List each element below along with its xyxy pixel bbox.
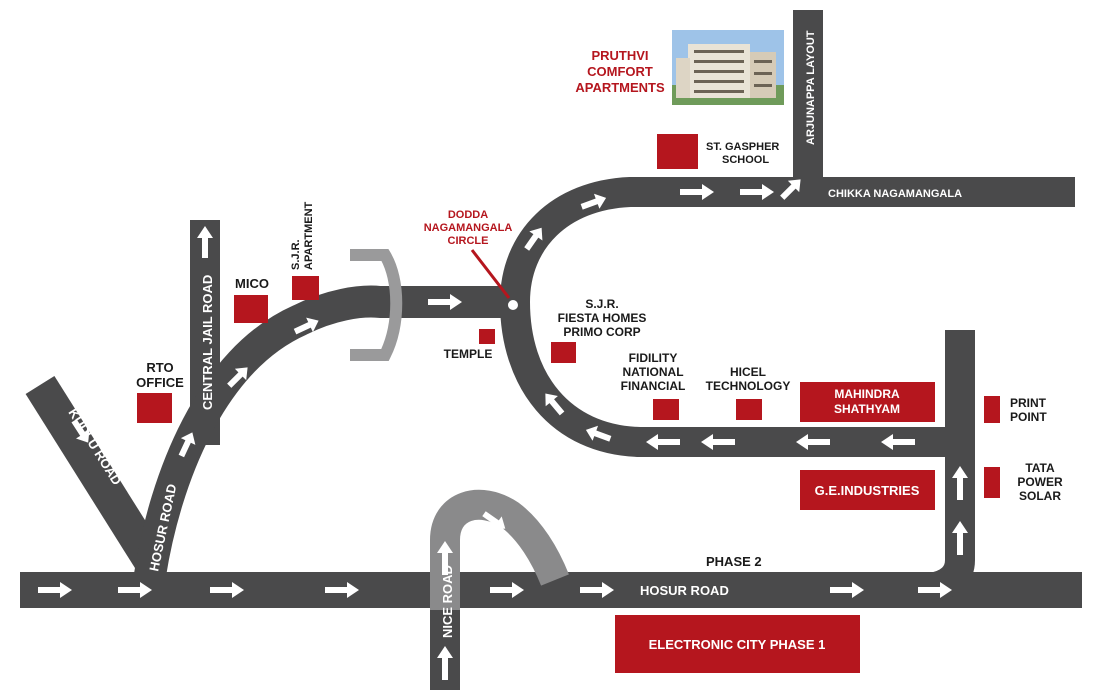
nice-road-flyover (430, 489, 569, 690)
chikka-nagamangala-road (500, 177, 1075, 303)
sjr-apartment-marker (292, 276, 319, 300)
arrow (227, 367, 248, 388)
central-jail-road-label: CENTRAL JAIL ROAD (200, 275, 215, 410)
arrow (210, 582, 244, 598)
arrow (437, 541, 453, 575)
arrow (428, 294, 462, 310)
arrow (780, 179, 801, 200)
arrow (918, 582, 952, 598)
arrow (796, 434, 830, 450)
arrow (71, 419, 90, 443)
arrow (830, 582, 864, 598)
mahindra-label-1: MAHINDRA (834, 387, 900, 401)
mahindra-shathyam-box: MAHINDRA SHATHYAM (800, 382, 935, 422)
phase2-label: PHASE 2 (706, 554, 762, 569)
arrow (325, 582, 359, 598)
arrow (580, 582, 614, 598)
mico-label: MICO (235, 276, 269, 291)
hosur-road-curve (134, 285, 515, 578)
fidility-marker (653, 399, 679, 420)
mico-marker (234, 295, 268, 323)
phase2-vertical-road (927, 330, 975, 603)
hicel-label-1: HICEL (730, 365, 766, 379)
sjr-apartment-label-1: S.J.R. (290, 239, 302, 270)
tata-power-label-2: POWER (1017, 475, 1063, 489)
arrow (545, 393, 565, 416)
dodda-circle-marker (470, 249, 518, 310)
arjunappa-layout-label: ARJUNAPPA LAYOUT (805, 30, 817, 145)
apartment-building-image (672, 30, 784, 105)
arrow (585, 425, 612, 442)
ge-industries-box: G.E.INDUSTRIES (800, 470, 935, 510)
print-point-label-2: POINT (1010, 410, 1047, 424)
electronic-city-box: ELECTRONIC CITY PHASE 1 (615, 615, 860, 673)
st-gaspher-marker (657, 134, 698, 169)
fidility-label-1: FIDILITY (629, 351, 678, 365)
tata-power-label-1: TATA (1025, 461, 1055, 475)
rto-marker (137, 393, 172, 423)
print-point-label-1: PRINT (1010, 396, 1047, 410)
hicel-label-2: TECHNOLOGY (706, 379, 791, 393)
arrow (701, 434, 735, 450)
rto-label-2: OFFICE (136, 375, 184, 390)
fidility-label-2: NATIONAL (622, 365, 683, 379)
direction-arrows (38, 179, 968, 680)
arrow (524, 227, 543, 251)
sjr-fiesta-label-1: S.J.R. (585, 297, 618, 311)
landmark-markers (137, 134, 1000, 498)
hicel-marker (736, 399, 762, 420)
arrow (881, 434, 915, 450)
temple-marker (479, 329, 495, 344)
dodda-circle-label-2: NAGAMANGALA (424, 222, 513, 234)
pruthvi-label-3: APARTMENTS (575, 80, 665, 95)
arrow (293, 317, 319, 335)
arrow (490, 582, 524, 598)
arrow (740, 184, 774, 200)
arrow (482, 511, 506, 530)
arrow (197, 226, 213, 258)
dodda-circle-label-3: CIRCLE (448, 235, 489, 247)
print-point-marker (984, 396, 1000, 423)
arrow (680, 184, 714, 200)
dodda-circle-label-1: DODDA (448, 209, 488, 221)
arrow (580, 193, 607, 210)
pruthvi-label-1: PRUTHVI (591, 48, 648, 63)
st-gaspher-label-2: SCHOOL (722, 154, 769, 166)
chikka-nagamangala-label: CHIKKA NAGAMANGALA (828, 188, 962, 200)
nice-road-label: NICE ROAD (440, 565, 455, 638)
arrow (952, 521, 968, 555)
arrow (38, 582, 72, 598)
arrow (952, 466, 968, 500)
st-gaspher-label-1: ST. GASPHER (706, 141, 779, 153)
arrow (118, 582, 152, 598)
mahindra-label-2: SHATHYAM (834, 402, 900, 416)
arrow (178, 432, 196, 458)
temple-label: TEMPLE (444, 347, 493, 361)
sjr-apartment-label-2: APARTMENT (303, 201, 315, 270)
sjr-fiesta-marker (551, 342, 576, 363)
rto-label-1: RTO (146, 360, 173, 375)
fidility-label-3: FINANCIAL (621, 379, 686, 393)
sjr-fiesta-label-3: PRIMO CORP (563, 325, 640, 339)
flyover-bridge (350, 249, 403, 361)
electronic-city-label: ELECTRONIC CITY PHASE 1 (649, 637, 826, 652)
hosur-road-label: HOSUR ROAD (640, 583, 729, 598)
ge-industries-label: G.E.INDUSTRIES (815, 483, 920, 498)
kudlu-road (25, 375, 165, 570)
arrow (437, 646, 453, 680)
tata-power-marker (984, 467, 1000, 498)
arrow (646, 434, 680, 450)
pruthvi-label-2: COMFORT (587, 64, 653, 79)
sjr-fiesta-label-2: FIESTA HOMES (558, 311, 647, 325)
tata-power-label-3: SOLAR (1019, 489, 1061, 503)
